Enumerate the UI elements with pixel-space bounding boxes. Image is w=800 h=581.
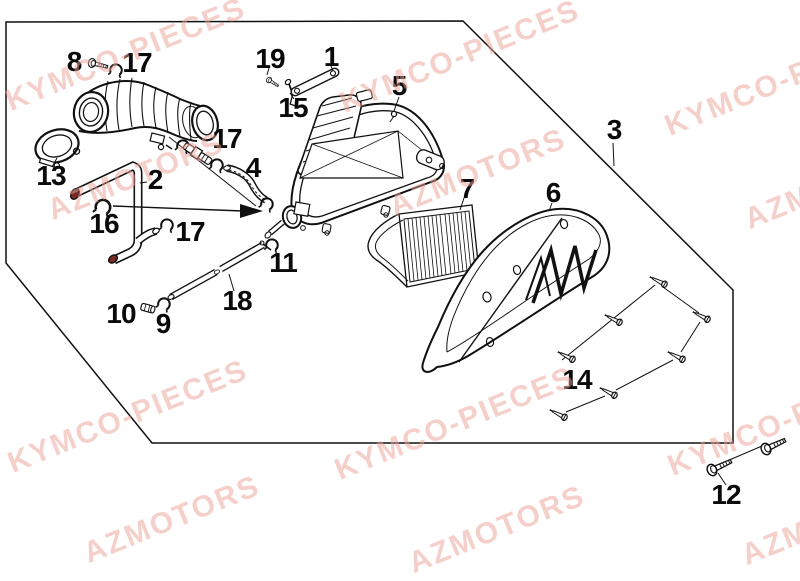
clip-17a-drawing <box>107 61 125 79</box>
callout-part-14: 14 <box>562 364 592 395</box>
callout-part-4: 4 <box>245 152 262 183</box>
tube-18-drawing <box>167 241 265 301</box>
airbox-drawing <box>259 89 445 251</box>
callout-part-1: 1 <box>323 41 340 72</box>
clamp-13-drawing <box>34 128 81 169</box>
callout-part-5: 5 <box>391 70 408 101</box>
bolt-8-drawing <box>86 57 110 72</box>
callout-part-18: 18 <box>222 285 252 316</box>
hose-4-drawing <box>223 164 268 204</box>
callout-part-13: 13 <box>36 160 66 191</box>
plug-10-drawing <box>140 302 156 314</box>
callout-part-9: 9 <box>155 308 172 339</box>
exploded-diagram-art <box>5 20 789 486</box>
callout-part-17-c: 17 <box>175 216 205 247</box>
cover-6-drawing <box>421 207 611 373</box>
screws-14-drawing <box>547 273 713 423</box>
direction-arrow <box>112 204 263 218</box>
intake-duct-drawing <box>72 77 219 151</box>
diagram-border <box>5 20 734 444</box>
callout-part-11: 11 <box>269 247 298 278</box>
callout-part-2: 2 <box>147 164 164 195</box>
callout-part-16: 16 <box>89 208 119 239</box>
cover-emblem-zigzag <box>531 243 598 304</box>
callout-part-12: 12 <box>711 479 741 510</box>
callout-part-7: 7 <box>459 173 476 204</box>
callout-part-19: 19 <box>255 43 285 74</box>
filter-7-drawing <box>367 204 480 288</box>
screw-19-drawing <box>264 75 281 89</box>
callout-part-15: 15 <box>278 92 308 123</box>
callout-part-3: 3 <box>606 114 623 145</box>
bolts-12-drawing <box>704 434 789 486</box>
callout-part-17-a: 17 <box>122 47 152 78</box>
clip-17c-drawing <box>158 216 176 234</box>
callout-part-8: 8 <box>66 46 83 77</box>
callout-part-10: 10 <box>106 298 136 329</box>
callout-part-6: 6 <box>545 177 562 208</box>
leader-lines <box>51 65 615 292</box>
bracket-1-drawing <box>289 67 340 108</box>
callout-part-17-b: 17 <box>212 123 242 154</box>
